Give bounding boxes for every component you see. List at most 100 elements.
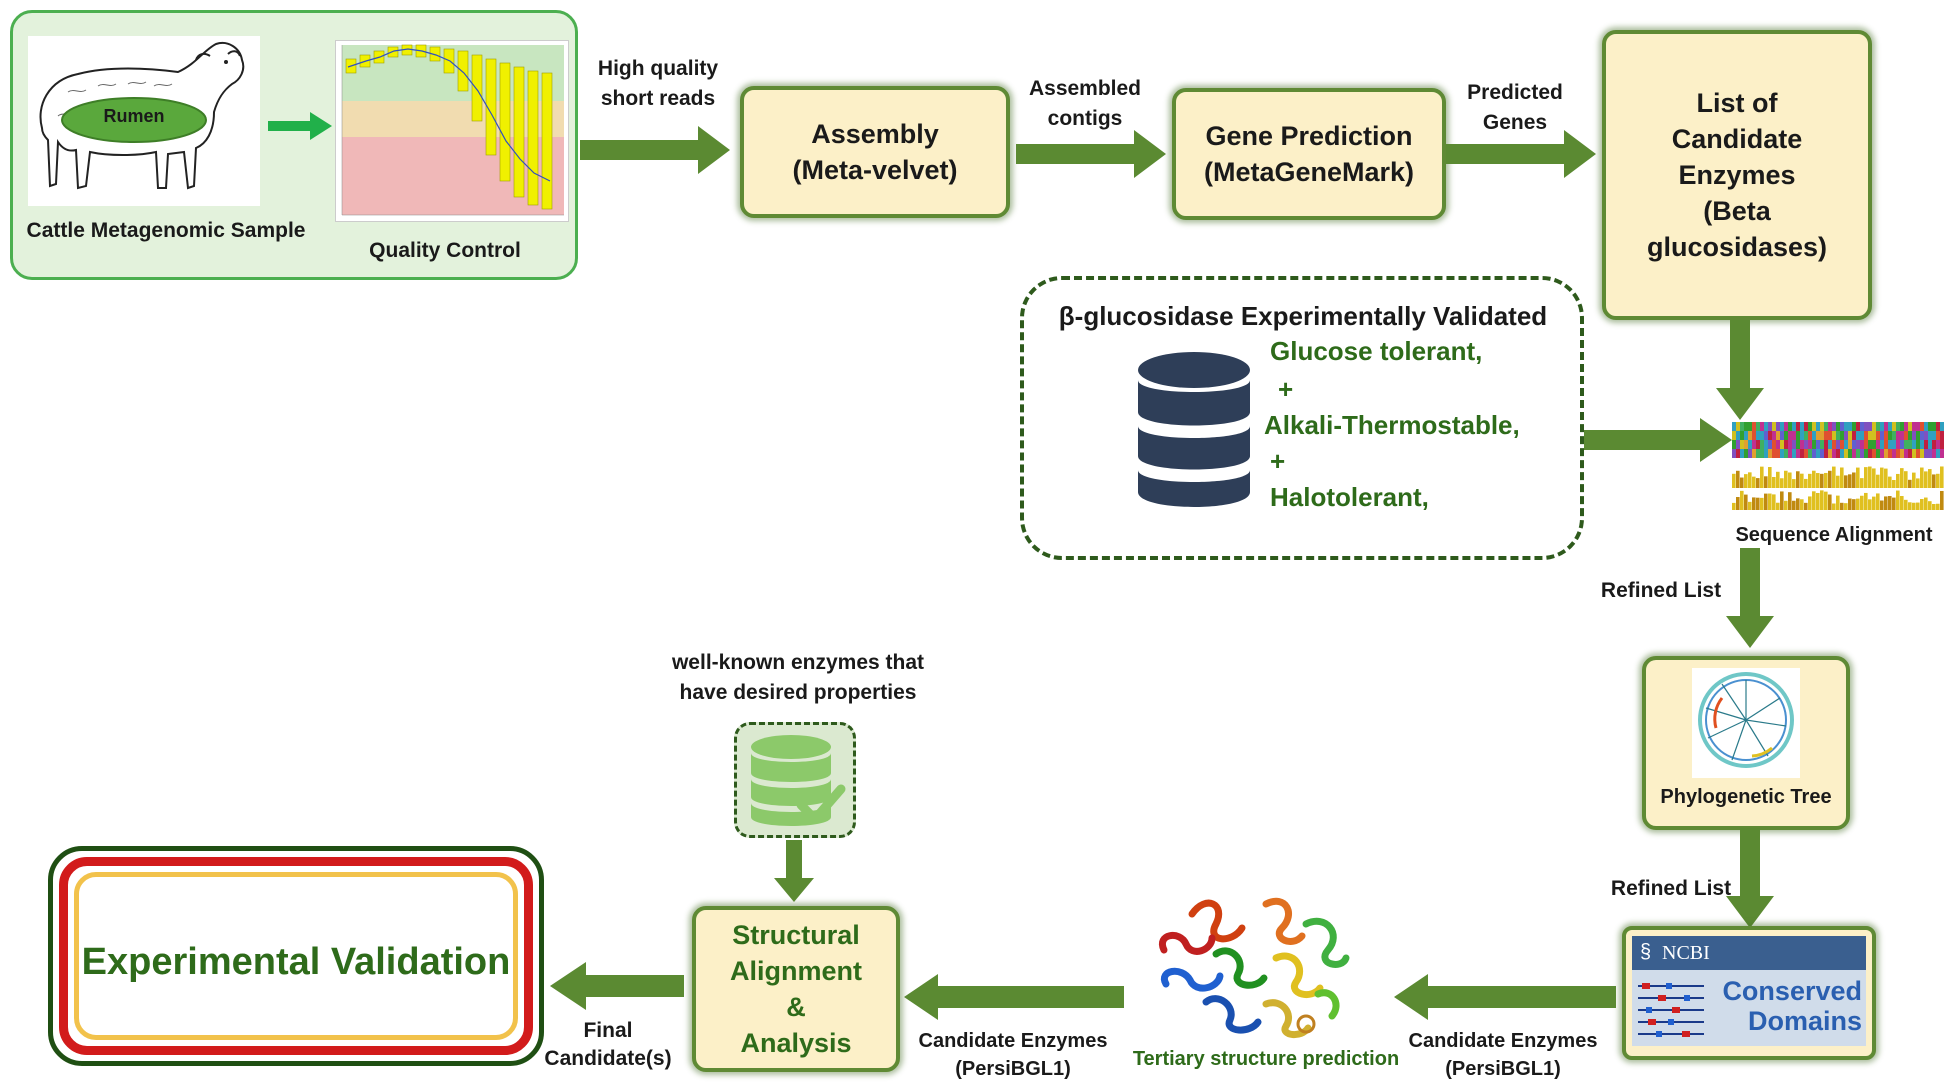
alignment-cell: [1796, 431, 1800, 440]
conservation-bar: [1940, 466, 1944, 488]
alignment-cell: [1852, 422, 1856, 431]
alignment-cell: [1808, 449, 1812, 458]
alignment-cell: [1816, 422, 1820, 431]
alignment-cell: [1912, 422, 1916, 431]
conservation-bar: [1824, 472, 1828, 488]
known-enzymes-db-box: [734, 722, 856, 838]
alignment-cell: [1892, 449, 1896, 458]
alignment-cell: [1876, 422, 1880, 431]
alignment-cell: [1820, 440, 1824, 449]
phylogenetic-tree-caption: Phylogenetic Tree: [1660, 786, 1832, 808]
refined-list-label-2: Refined List: [1610, 877, 1732, 900]
alignment-cell: [1800, 449, 1804, 458]
alignment-cell: [1760, 440, 1764, 449]
candidate-left-label-1: Candidate Enzymes: [918, 1030, 1108, 1052]
conservation-bar: [1844, 475, 1848, 488]
alignment-cell: [1840, 440, 1844, 449]
alignment-cell: [1884, 431, 1888, 440]
conservation-bar: [1752, 497, 1756, 510]
conservation-bar: [1848, 498, 1852, 510]
alignment-cell: [1924, 422, 1928, 431]
property-1: Glucose tolerant,: [1270, 336, 1483, 366]
alignment-cell: [1840, 449, 1844, 458]
alignment-cell: [1932, 422, 1936, 431]
conservation-bar: [1936, 473, 1940, 488]
alignment-cell: [1936, 449, 1940, 458]
list-label-2: Candidate: [1671, 124, 1803, 154]
assembly-label-1: Assembly: [811, 119, 939, 149]
alignment-cell: [1760, 449, 1764, 458]
alignment-cell: [1776, 440, 1780, 449]
alignment-cell: [1732, 440, 1736, 449]
alignment-cell: [1756, 440, 1760, 449]
conservation-bar: [1764, 493, 1768, 510]
conservation-bar: [1760, 497, 1764, 510]
conservation-bar: [1928, 501, 1932, 510]
alignment-cell: [1924, 449, 1928, 458]
alignment-cell: [1792, 449, 1796, 458]
conservation-bar: [1844, 503, 1848, 510]
alignment-cell: [1780, 449, 1784, 458]
structural-label-4: Analysis: [740, 1028, 852, 1058]
plus-1: +: [1278, 374, 1294, 404]
alignment-cell: [1896, 431, 1900, 440]
final-label-2: Candidate(s): [544, 1047, 672, 1070]
conservation-bar: [1908, 479, 1912, 488]
alignment-cell: [1824, 449, 1828, 458]
qc-caption: Quality Control: [369, 239, 521, 262]
alignment-cell: [1844, 431, 1848, 440]
conservation-bar: [1736, 497, 1740, 510]
alignment-cell: [1744, 440, 1748, 449]
conservation-bar: [1892, 479, 1896, 488]
sequence-alignment-image: [1732, 422, 1946, 510]
alignment-cell: [1868, 422, 1872, 431]
alignment-cell: [1744, 449, 1748, 458]
alignment-cell: [1840, 431, 1844, 440]
alignment-cell: [1868, 449, 1872, 458]
alignment-cell: [1748, 422, 1752, 431]
conservation-bar: [1756, 497, 1760, 510]
alignment-cell: [1780, 440, 1784, 449]
conservation-bar: [1868, 466, 1872, 488]
alignment-cell: [1904, 431, 1908, 440]
alignment-cell: [1860, 449, 1864, 458]
alignment-cell: [1768, 422, 1772, 431]
gene-prediction-box: Gene Prediction (MetaGeneMark): [1172, 88, 1446, 220]
alignment-cell: [1820, 431, 1824, 440]
alignment-cell: [1920, 449, 1924, 458]
domain-track-icon: [1638, 983, 1704, 1037]
high-quality-label-2: short reads: [600, 87, 716, 110]
alignment-cell: [1768, 440, 1772, 449]
alignment-cell: [1864, 440, 1868, 449]
alignment-cell: [1936, 431, 1940, 440]
conservation-bar: [1912, 472, 1916, 488]
conservation-bar: [1916, 502, 1920, 510]
phylogenetic-tree-box: Phylogenetic Tree: [1642, 656, 1850, 830]
conservation-bar: [1768, 493, 1772, 510]
conservation-bar: [1896, 473, 1900, 488]
alignment-cell: [1928, 431, 1932, 440]
reads-to-assembly-arrow: [580, 126, 730, 174]
alignment-cell: [1880, 440, 1884, 449]
database-icon: [1136, 350, 1252, 510]
alignment-cell: [1788, 431, 1792, 440]
conservation-bar: [1908, 502, 1912, 510]
conservation-bar: [1852, 472, 1856, 488]
conservation-bar: [1788, 492, 1792, 510]
conservation-bar: [1876, 493, 1880, 510]
alignment-cell: [1880, 422, 1884, 431]
alignment-cell: [1804, 440, 1808, 449]
conservation-bar: [1812, 470, 1816, 488]
conservation-bar: [1848, 474, 1852, 488]
structural-label-3: &: [786, 992, 806, 1022]
conservation-bar: [1820, 473, 1824, 488]
alignment-cell: [1836, 431, 1840, 440]
alignment-cell: [1772, 431, 1776, 440]
structural-label-1: Structural: [732, 920, 860, 950]
alignment-cell: [1804, 431, 1808, 440]
alignment-cell: [1892, 440, 1896, 449]
alignment-cell: [1940, 422, 1944, 431]
alignment-cell: [1812, 431, 1816, 440]
checked-database-icon: [751, 735, 846, 826]
alignment-cell: [1864, 431, 1868, 440]
